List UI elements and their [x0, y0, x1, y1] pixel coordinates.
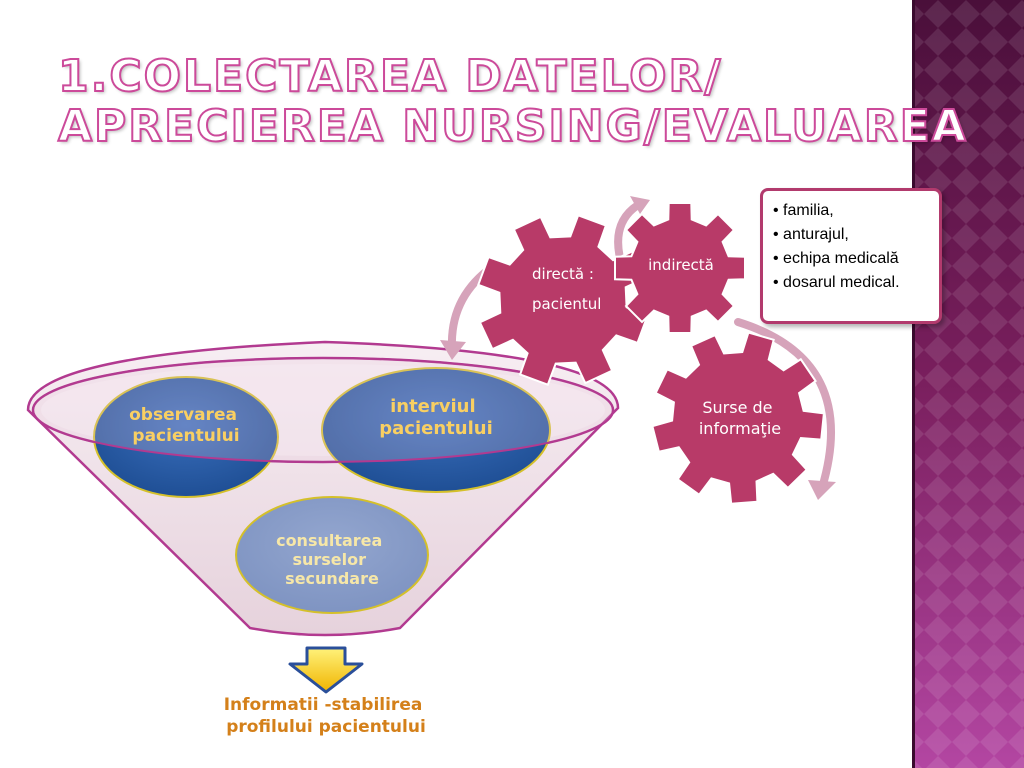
title-line1: 1.COLECTAREA DATELOR/: [57, 51, 723, 103]
source-item-entourage: anturajul,: [773, 223, 933, 247]
gear-indirect-shape: [614, 202, 746, 334]
arrow-heads: [440, 196, 836, 500]
gear-direct-line2: pacientul: [532, 295, 601, 313]
indirect-sources-box: familia, anturajul, echipa medicală dosa…: [760, 188, 942, 324]
svg-text:interviul pacientului: interviul pacientului: [379, 396, 492, 439]
gear-main-line1: Surse de: [702, 398, 772, 417]
observation-circle: observarea pacientului: [93, 376, 279, 498]
observation-label-line1: observarea: [129, 405, 237, 425]
interview-label-line2: pacientului: [379, 418, 492, 439]
source-item-medical-team: echipa medicală: [773, 247, 933, 271]
down-arrow-icon: [288, 646, 364, 694]
title-line2: APRECIEREA NURSING/EVALUAREA: [57, 101, 968, 153]
gear-main-label: Surse de informaţie: [699, 398, 781, 438]
result-line2: profilului pacientului: [226, 717, 426, 737]
sidebar-decoration: [912, 0, 1024, 768]
gears-group: [477, 202, 825, 505]
svg-text:observarea pacientului: observarea pacientului: [129, 405, 243, 446]
secondary-label-line2: surselor: [292, 550, 366, 569]
svg-text:consultarea surselor: consultarea surselor secundare: [276, 531, 388, 588]
gear-indirect-label: indirectă: [648, 256, 714, 274]
observation-label-line2: pacientului: [132, 426, 239, 446]
funnel-rim: [32, 357, 614, 463]
source-item-medical-record: dosarul medical.: [773, 271, 933, 295]
result-text: Informatii -stabilirea profilului pacien…: [224, 695, 429, 737]
secondary-label-line1: consultarea: [276, 531, 382, 550]
gear-direct-shape: [477, 214, 649, 386]
result-line1: Informatii -stabilirea: [224, 695, 423, 715]
source-item-family: familia,: [773, 199, 933, 223]
gear-direct-label: directă : pacientul: [532, 265, 601, 313]
gear-direct-line1: directă :: [532, 265, 594, 283]
secondary-sources-circle: consultarea surselor secundare: [235, 496, 429, 614]
slide-title: 1.COLECTAREA DATELOR/ APRECIEREA NURSING…: [57, 51, 968, 153]
gear-main-line2: informaţie: [699, 419, 781, 438]
interview-label-line1: interviul: [390, 396, 476, 417]
gear-main-shape: [651, 331, 825, 505]
secondary-label-line3: secundare: [285, 569, 379, 588]
indirect-sources-list: familia, anturajul, echipa medicală dosa…: [773, 199, 933, 295]
